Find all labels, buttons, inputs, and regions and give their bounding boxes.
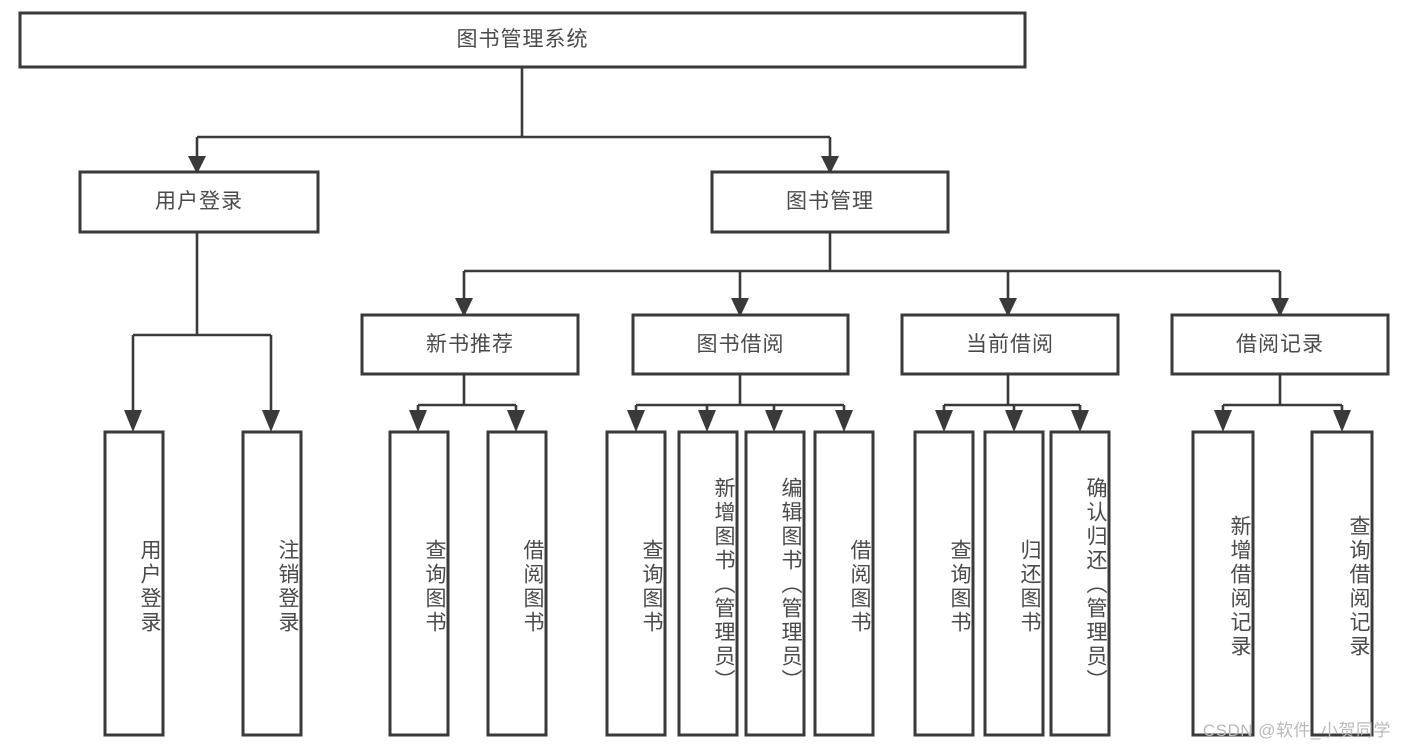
node-box-leaf-borrow-book-2[interactable]: [813, 430, 875, 737]
arrowhead-leaf-query-book-1: [409, 410, 427, 432]
node-box-new-book-recommend[interactable]: [360, 313, 580, 376]
arrowhead-leaf-borrow-book-2: [835, 410, 853, 432]
arrowhead-leaf-add-book: [698, 410, 716, 432]
nodes-group: [18, 11, 1390, 737]
node-box-leaf-query-book-3[interactable]: [913, 430, 975, 737]
arrowhead-leaf-add-record: [1214, 410, 1232, 432]
node-box-user-login[interactable]: [78, 170, 320, 234]
node-box-current-borrow[interactable]: [900, 313, 1120, 376]
node-box-leaf-confirm-return[interactable]: [1049, 430, 1111, 737]
arrowhead-leaf-edit-book: [765, 410, 783, 432]
node-box-root[interactable]: [18, 11, 1027, 69]
node-box-leaf-user-login[interactable]: [103, 430, 165, 737]
arrowhead-user-login: [188, 156, 206, 174]
csdn-watermark: CSDN @软件_小贺同学: [1202, 721, 1391, 740]
arrowhead-borrow-record: [1271, 298, 1289, 317]
node-box-leaf-query-record[interactable]: [1310, 430, 1374, 737]
arrowhead-leaf-borrow-book-1: [507, 410, 525, 432]
node-box-leaf-add-book[interactable]: [677, 430, 739, 737]
arrowhead-leaf-logout-login: [262, 410, 280, 432]
arrowhead-leaf-user-login: [124, 410, 142, 432]
edges-group: [124, 67, 1351, 432]
node-box-leaf-query-book-2[interactable]: [605, 430, 667, 737]
node-box-leaf-add-record[interactable]: [1191, 430, 1255, 737]
arrowhead-leaf-query-book-2: [627, 410, 645, 432]
arrowhead-current-borrow: [999, 298, 1017, 317]
node-box-borrow-record[interactable]: [1170, 313, 1390, 376]
node-box-leaf-borrow-book-1[interactable]: [486, 430, 548, 737]
arrowhead-leaf-return-book: [1005, 410, 1023, 432]
node-box-leaf-edit-book[interactable]: [744, 430, 806, 737]
node-box-book-management[interactable]: [710, 170, 950, 234]
arrowhead-leaf-query-book-3: [935, 410, 953, 432]
arrowhead-book-borrow: [731, 298, 749, 317]
arrowhead-new-book-recommend: [455, 298, 473, 317]
node-box-book-borrow[interactable]: [631, 313, 850, 376]
node-box-leaf-return-book[interactable]: [983, 430, 1045, 737]
node-box-leaf-logout-login[interactable]: [241, 430, 303, 737]
node-box-leaf-query-book-1[interactable]: [388, 430, 450, 737]
arrowhead-leaf-confirm-return: [1071, 410, 1089, 432]
arrowhead-leaf-query-record: [1333, 410, 1351, 432]
arrowhead-book-management: [821, 156, 839, 174]
